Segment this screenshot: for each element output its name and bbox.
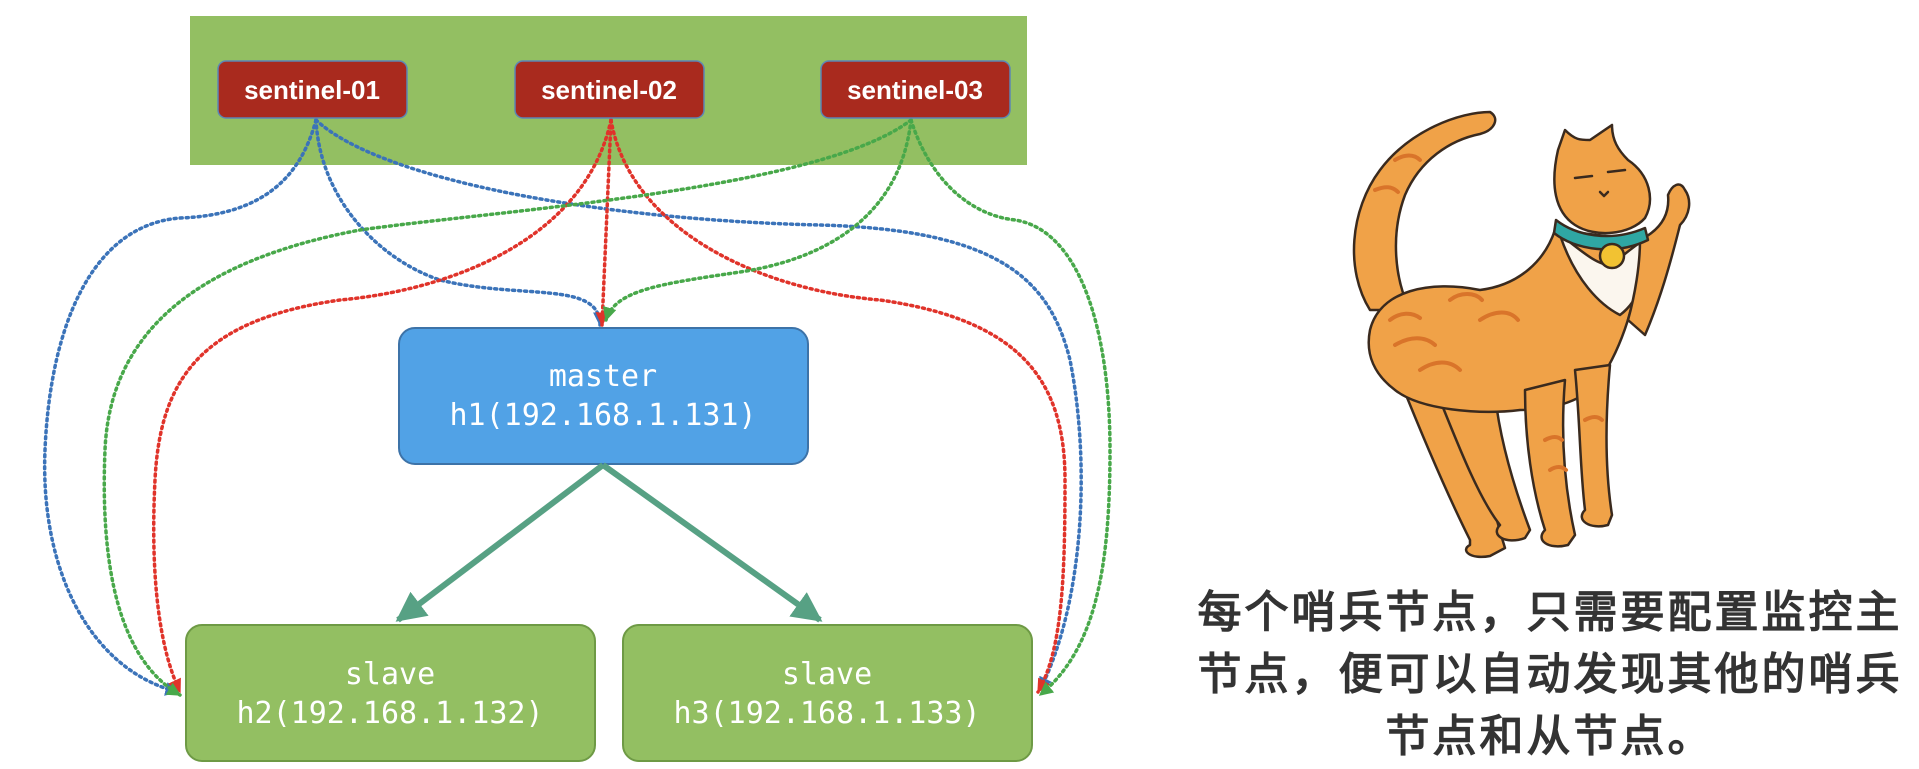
- replication-arrow-h2: [395, 462, 605, 623]
- cat-head: [1553, 123, 1652, 235]
- sentinel-03-label: sentinel-03: [847, 75, 983, 105]
- sentinel-01-node: sentinel-01: [217, 60, 408, 119]
- link-sentinel-03-master: [602, 118, 913, 322]
- cat-tail: [1352, 110, 1497, 312]
- cat-collar: [1552, 218, 1650, 251]
- caption: 每个哨兵节点，只需要配置监控主 节点，便可以自动发现其他的哨兵 节点和从节点。: [1180, 582, 1919, 768]
- caption-line-3: 节点和从节点。: [1385, 711, 1715, 762]
- caption-line-1: 每个哨兵节点，只需要配置监控主: [1197, 587, 1903, 638]
- cat-back-leg-2: [1438, 393, 1532, 542]
- sentinel-01-label: sentinel-01: [244, 75, 380, 105]
- slave-h3-host-label: h3(192.168.1.133): [673, 696, 980, 731]
- slave-node-h2: slave h2(192.168.1.132): [185, 624, 596, 762]
- sentinel-links: [42, 118, 1112, 697]
- link-sentinel-02-slave-h2: [152, 118, 613, 694]
- sentinel-03-node: sentinel-03: [820, 60, 1011, 119]
- link-sentinel-02-slave-h3: [609, 118, 1067, 694]
- sentinel-02-node: sentinel-02: [514, 60, 705, 119]
- cat-eye-left: [1573, 174, 1594, 180]
- slave-h3-role-label: slave: [782, 657, 872, 692]
- link-sentinel-02-master: [595, 118, 613, 327]
- link-sentinel-01-slave-h2: [42, 118, 318, 696]
- cat-raised-paw: [1626, 183, 1691, 337]
- link-sentinel-01-slave-h3: [314, 118, 1083, 692]
- master-host-label: h1(192.168.1.131): [449, 398, 756, 433]
- caption-line-2: 节点，便可以自动发现其他的哨兵: [1197, 649, 1903, 700]
- slave-node-h3: slave h3(192.168.1.133): [622, 624, 1033, 762]
- replication-arrow-h3: [601, 462, 823, 623]
- link-sentinel-03-slave-h2: [102, 118, 913, 697]
- master-node: master h1(192.168.1.131): [398, 327, 809, 465]
- sentinel-02-label: sentinel-02: [541, 75, 677, 105]
- cat-eye-right: [1606, 168, 1627, 174]
- cat-front-leg-2: [1573, 363, 1614, 528]
- cat-nose: [1598, 190, 1610, 198]
- slave-h2-host-label: h2(192.168.1.132): [236, 696, 543, 731]
- cat-stripes: [1373, 153, 1604, 472]
- slave-h2-role-label: slave: [345, 657, 435, 692]
- link-sentinel-03-slave-h3: [909, 118, 1112, 697]
- master-role-label: master: [549, 359, 657, 394]
- cat-bell: [1598, 242, 1626, 270]
- cat-front-leg: [1523, 378, 1577, 548]
- orange-cat-illustration: [1352, 110, 1691, 559]
